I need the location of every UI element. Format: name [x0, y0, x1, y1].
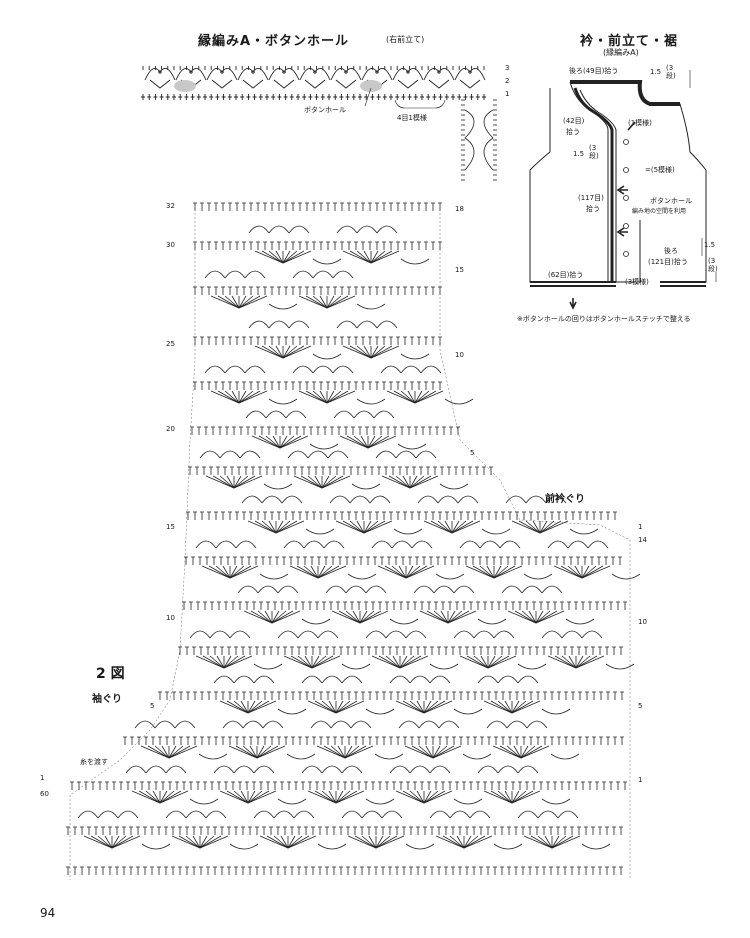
- neckline-label: 前衿ぐり: [545, 494, 585, 505]
- piece-outline: [69, 205, 631, 880]
- left-row-1: 1: [40, 774, 45, 782]
- buttonhole-note-2: 編み地の空間を利用: [632, 208, 687, 215]
- buttonhole-note-1: ボタンホール: [650, 197, 692, 205]
- left-row-32: 32: [166, 202, 175, 210]
- left-row-25: 25: [166, 340, 175, 348]
- right-row-18: 18: [455, 205, 464, 213]
- right-row-5: 5: [470, 449, 475, 457]
- back-rows: (3段): [666, 64, 676, 80]
- buttonhole-stitch-note: ※ボタンホールの回りはボタンホールステッチで整える: [517, 315, 691, 323]
- yarn-carry-label: 糸を渡す: [80, 758, 108, 766]
- hem-rows: (3段): [708, 257, 718, 273]
- back-width: 1.5: [650, 68, 662, 76]
- front-rows: (3段): [589, 144, 599, 160]
- hem-front-pattern: (3模様): [625, 278, 649, 286]
- buttonhole-marker-2: [360, 80, 382, 92]
- edge-row-mark-1: 1: [505, 90, 510, 98]
- right-row-10b: 10: [638, 618, 647, 626]
- right-row-neck-1: 1: [638, 523, 643, 531]
- neck-pickup-count: (42目): [563, 117, 585, 125]
- neck-pickup-word: 拾う: [566, 128, 580, 136]
- hem-back-word: 後ろ: [664, 247, 678, 255]
- left-row-20: 20: [166, 425, 175, 433]
- buttonhole-label: ボタンホール: [304, 106, 346, 114]
- hem-width: 1.5: [704, 241, 716, 249]
- collar-title: 衿・前立て・裾: [580, 34, 679, 49]
- right-row-5b: 5: [638, 702, 643, 710]
- left-row-15: 15: [166, 523, 175, 531]
- front-pickup-count: (117目): [578, 194, 604, 202]
- right-row-1b: 1: [638, 776, 643, 784]
- edging-title: 縁編みA・ボタンホール: [198, 34, 350, 49]
- hem-front-pickup: (62目)拾う: [548, 271, 584, 279]
- right-row-10: 10: [455, 351, 464, 359]
- front-pickup-word: 拾う: [586, 205, 600, 213]
- left-row-60: 60: [40, 790, 49, 798]
- edging-subtitle: (右前立て): [386, 35, 425, 44]
- right-row-15: 15: [455, 266, 464, 274]
- back-pickup-label: 後ろ(49目)拾う: [569, 67, 619, 75]
- collar-subtitle: (縁編みA): [603, 48, 639, 57]
- edge-row-mark-3: 3: [505, 64, 510, 72]
- figure-label: 2 図: [96, 666, 125, 682]
- front-width: 1.5: [573, 150, 585, 158]
- hem-back-pickup: (121目)拾う: [648, 258, 688, 266]
- left-row-10: 10: [166, 614, 175, 622]
- page-number: 94: [40, 906, 56, 920]
- edge-row-mark-2: 2: [505, 77, 510, 85]
- repeat-label: 4目1模様: [397, 114, 427, 122]
- armhole-label: 袖ぐり: [92, 694, 122, 705]
- right-row-14: 14: [638, 536, 647, 544]
- garment-schematic: [529, 70, 717, 310]
- edging-diagram: [141, 66, 497, 181]
- pattern-5-label: =(5模様): [645, 166, 675, 174]
- buttonhole-marker-1: [174, 80, 196, 92]
- pattern-1-label: (1模様): [628, 119, 652, 127]
- left-row-5: 5: [150, 702, 155, 710]
- left-row-30: 30: [166, 241, 175, 249]
